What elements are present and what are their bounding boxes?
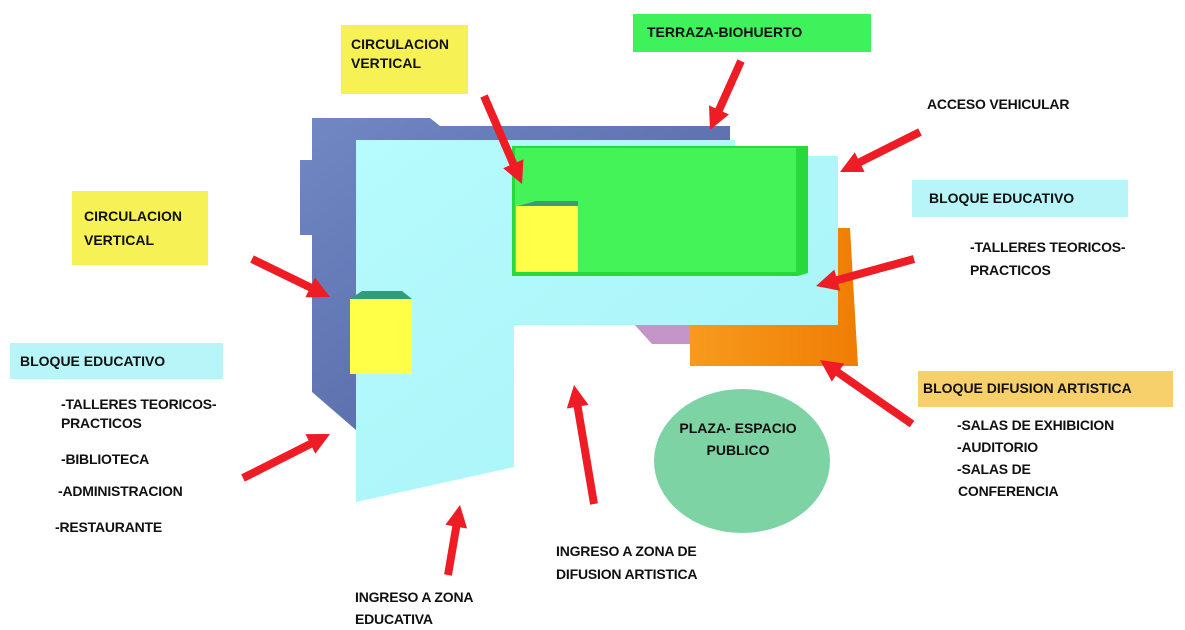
ingreso-educativa-label: INGRESO A ZONA EDUCATIVA: [355, 589, 474, 627]
acceso-vehicular-label: ACCESO VEHICULAR: [927, 96, 1070, 112]
circulation-vertical-left-label: CIRCULACION VERTICAL: [72, 191, 208, 265]
talleres-right-label: -TALLERES TEORICOS- PRACTICOS: [970, 239, 1126, 278]
bloque-educativo-right-label: BLOQUE EDUCATIVO: [912, 180, 1128, 217]
ingreso-difusion-label: INGRESO A ZONA DE DIFUSION ARTISTICA: [556, 543, 698, 582]
circulation-vertical-top-label: CIRCULACION VERTICAL: [341, 25, 468, 94]
plaza: [654, 389, 830, 533]
plaza-label: PLAZA- ESPACIO PUBLICO: [679, 420, 797, 458]
artistic-block: [690, 228, 858, 366]
biblioteca-label: -BIBLIOTECA: [61, 451, 150, 467]
bloque-difusion-label: BLOQUE DIFUSION ARTISTICA: [918, 371, 1173, 407]
connector-volume: [632, 322, 690, 344]
terraza-label: TERRAZA-BIOHUERTO: [633, 14, 871, 52]
vertical-circulation-left: [350, 299, 412, 374]
roof-garden: [515, 148, 796, 272]
bloque-educativo-left-label: BLOQUE EDUCATIVO: [10, 343, 223, 379]
vertical-circulation-top: [516, 206, 578, 272]
arrow-ingreso-educativa: [444, 505, 468, 576]
vertical-circulation-left-side: [350, 291, 412, 299]
rear-volume: [300, 118, 730, 430]
administracion-label: -ADMINISTRACION: [58, 483, 183, 499]
vertical-circulation-top-side: [518, 201, 578, 206]
arrow-educational-left: [241, 434, 330, 482]
arrow-ingreso-difusion: [566, 385, 598, 505]
arrow-terraza: [709, 59, 745, 130]
arrow-circulation-top: [480, 94, 524, 184]
difusion-list: -SALAS DE EXHIBICION -AUDITORIO -SALAS D…: [957, 417, 1115, 499]
talleres-left-label: -TALLERES TEORICOS- PRACTICOS: [61, 396, 217, 431]
restaurante-label: -RESTAURANTE: [55, 519, 163, 535]
arrow-acceso-vehicular: [840, 128, 922, 172]
arrow-circulation-left: [250, 255, 330, 298]
arrow-artistic: [820, 360, 915, 428]
arrow-talleres-right: [816, 255, 916, 291]
